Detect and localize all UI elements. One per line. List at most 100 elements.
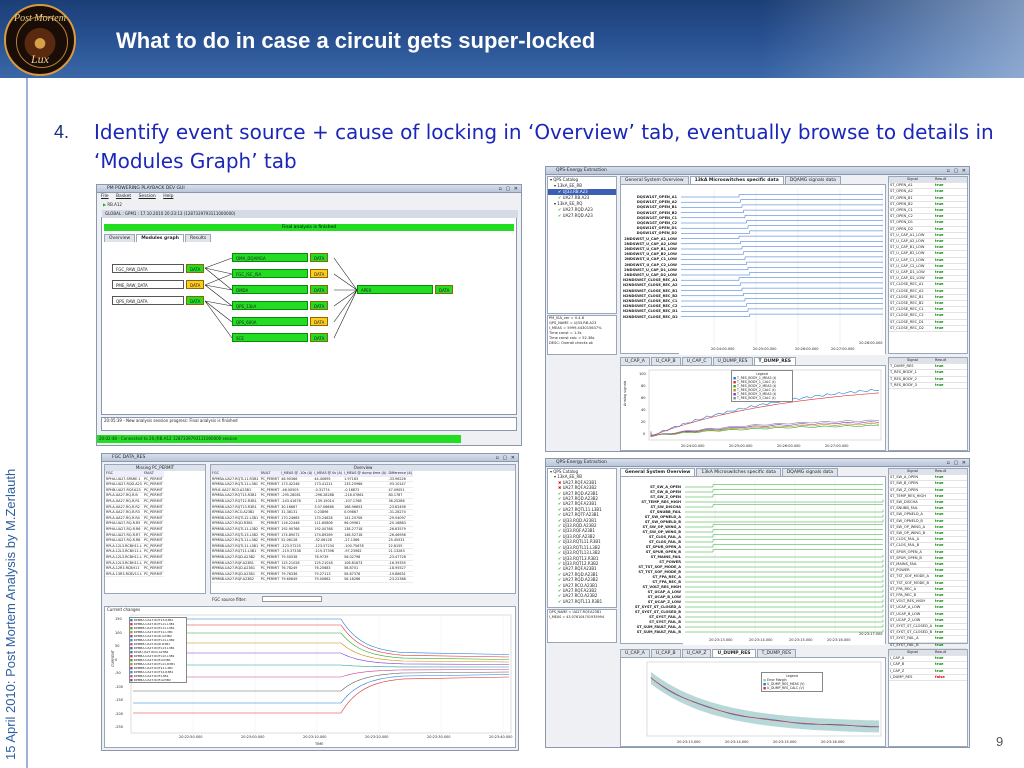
tree-item[interactable]: ▾ QPS Catalog (550, 177, 579, 182)
catalog-tree[interactable]: ▾ QPS Catalog▾ 13kA_EE_RB✖ UA27.RQF.A23B… (547, 468, 617, 608)
play-icon[interactable]: ▶ (103, 202, 107, 207)
window-titlebar[interactable]: QPS-Energy Extraction ▫ ▢ ✕ (546, 459, 969, 467)
tree-item[interactable]: ✔ UA27.RQTF.A23B1 (548, 512, 616, 517)
tree-item[interactable]: ✖ UA27.RQF.A23B1 (548, 480, 616, 485)
window-controls[interactable]: ▫ ▢ ✕ (946, 460, 967, 466)
tree-item[interactable]: ✔ UA27.RQD.A23B2 (548, 577, 616, 582)
tab-results[interactable]: Results (184, 234, 212, 242)
tree-item[interactable]: ✔ UJ33.RQT12.R3B2 (548, 561, 616, 566)
tree-item[interactable]: ✔ UA27.RCO.A23B1 (548, 583, 616, 588)
menu-session[interactable]: Session (138, 194, 156, 199)
tab-u-cap-c[interactable]: U_CAP_C (681, 357, 712, 365)
lower-tabs[interactable]: U_CAP_A U_CAP_B U_CAP_Z U_DUMP_RES T_DUM… (620, 649, 796, 657)
tree-item[interactable]: ✔ UJ33.RQTL11.R3B1 (548, 539, 616, 544)
tree-item[interactable]: ✔ UA27.RQTL11.L3B1 (548, 507, 616, 512)
window-titlebar[interactable]: PM POWERING PLAYBACK DEV GUI ▫ ▢ ✕ (97, 185, 521, 193)
window-controls[interactable]: ▫ ▢ ✕ (498, 186, 519, 192)
menu-file[interactable]: File (101, 194, 109, 199)
tree-item[interactable]: ✔ UJ33.RQF.A23B1 (548, 528, 616, 533)
tree-item[interactable]: ✔ UA27.RQTL13.R3B1 (548, 599, 616, 604)
tab-t-dump-res[interactable]: T_DUMP_RES (753, 357, 797, 365)
tab-general-overview[interactable]: General System Overview (620, 468, 696, 476)
analysis-tabs[interactable]: Overview Modules graph Results (104, 234, 212, 242)
tab-u-cap-a[interactable]: U_CAP_A (620, 357, 650, 365)
fgc-data-window[interactable]: FGC DATA_RES ▫ ▢ ✕ Missing PC_PERMIT FGC… (101, 453, 519, 751)
tree-item[interactable]: ✔ UA27.RQF.A23B1 (548, 501, 616, 506)
tab-u-cap-z[interactable]: U_CAP_Z (681, 649, 712, 657)
tree-item[interactable]: ✔ UA27.RB.A23 (558, 195, 590, 200)
tree-item[interactable]: ✔ UJ33.RQTL13.L3B2 (548, 550, 616, 555)
tree-item[interactable]: ✔ UJ33.RQD.A23B1 (548, 518, 616, 523)
ee-tabs[interactable]: General System Overview 13kA Microswitch… (620, 468, 838, 476)
tree-item[interactable]: ✔ UJ33.RQT13.R3B1 (548, 556, 616, 561)
tab-u-cap-b[interactable]: U_CAP_B (650, 649, 681, 657)
tab-microswitches[interactable]: 13kA Microswitches specific data (689, 176, 784, 184)
tree-item[interactable]: ✔ UA27.RQD.A23 (558, 213, 593, 218)
ee-tabs[interactable]: General System Overview 13kA Microswitch… (620, 176, 841, 184)
lower-tabs[interactable]: U_CAP_A U_CAP_B U_CAP_C U_DUMP_RES T_DUM… (620, 357, 797, 365)
tree-item[interactable]: ✔ UA27.RQD.A23B2 (548, 496, 616, 501)
energy-extraction-window-bottom[interactable]: QPS-Energy Extraction ▫ ▢ ✕ ▾ QPS Catalo… (545, 458, 970, 748)
tree-item[interactable]: ✔ UJ33.RQD.A23B2 (548, 523, 616, 528)
tab-u-cap-a[interactable]: U_CAP_A (620, 649, 650, 657)
catalog-tree[interactable]: ▾ QPS Catalog ▾ 13kA_EE_RB ✔ UJ33.RB.A23… (547, 176, 617, 314)
tree-item[interactable]: ▾ 13kA_EE_RB (548, 474, 616, 479)
tab-microswitches[interactable]: 13kA Microswitches specific data (696, 468, 781, 476)
window-titlebar[interactable]: QPS-Energy Extraction ▫ ▢ ✕ (546, 167, 969, 175)
tab-u-dump-res[interactable]: U_DUMP_RES (712, 649, 756, 657)
window-controls[interactable]: ▫ ▢ ✕ (946, 168, 967, 174)
tab-t-dump-res[interactable]: T_DUMP_RES (756, 649, 796, 657)
tab-dqamg-signals[interactable]: DQAMG signals data (781, 468, 838, 476)
tab-u-dump-res[interactable]: U_DUMP_RES (712, 357, 753, 365)
energy-extraction-window-top[interactable]: QPS-Energy Extraction ▫ ▢ ✕ ▾ QPS Catalo… (545, 166, 970, 452)
menu-help[interactable]: Help (163, 194, 174, 199)
tree-item[interactable]: ✔ UA27.RQD.A23B1 (548, 491, 616, 496)
tree-item[interactable]: ✖ UA27.RQF.A23B2 (548, 485, 616, 490)
tree-item[interactable]: ▾ 13kA_EE_RB (554, 183, 583, 188)
tab-dqamg-signals[interactable]: DQAMG signals data (784, 176, 841, 184)
tree-item[interactable]: ✔ UJ33.RQF.A23B2 (548, 534, 616, 539)
tab-u-cap-b[interactable]: U_CAP_B (650, 357, 681, 365)
fgc-filter-input[interactable] (262, 596, 322, 602)
tree-item[interactable]: ✔ UA27.RQD.A23B1 (548, 572, 616, 577)
tree-item[interactable]: ✔ UA27.RCO.A23B2 (548, 593, 616, 598)
